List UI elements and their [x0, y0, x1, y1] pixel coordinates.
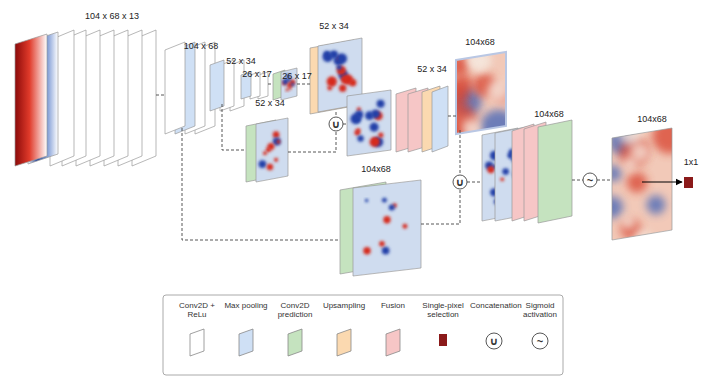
data-flow-line [343, 124, 347, 125]
legend-label: Conv2D prediction [271, 301, 319, 319]
legend-label: Upsampling [320, 301, 368, 310]
data-flow-line [642, 181, 682, 182]
legend-swatch [337, 329, 351, 356]
legend-frame [163, 295, 563, 375]
legend-label: Fusion [369, 301, 417, 310]
legend-label: Single-pixel selection [419, 301, 467, 319]
data-flow-line [182, 128, 340, 240]
layer-slab [432, 86, 448, 152]
dimension-label: 52 x 34 [226, 57, 256, 67]
dimension-label: 104 x 68 [184, 42, 219, 52]
legend-label: Concatenation [470, 301, 518, 310]
legend-label: Sigmoid activation [516, 301, 564, 319]
operator-symbol: ∪ [456, 176, 465, 188]
legend-symbol [486, 333, 502, 349]
dimension-label: 104x68 [534, 110, 564, 120]
legend-swatch [439, 334, 447, 346]
data-flow-line [448, 116, 456, 117]
prediction-slab [538, 120, 572, 223]
operator-circle [329, 117, 343, 131]
dimension-label: 104x68 [465, 38, 495, 48]
data-flow-line [288, 131, 336, 152]
heatmap-slab [256, 118, 288, 182]
conv-slab [165, 42, 185, 134]
data-flow-line [597, 180, 612, 181]
input-channel [15, 34, 47, 166]
operator-circle [583, 173, 597, 187]
dimension-label: 1x1 [684, 158, 699, 168]
legend-swatch [239, 329, 253, 356]
data-flow-line [222, 104, 246, 150]
dimension-label: 104 x 68 x 13 [85, 12, 139, 22]
heatmap-slab [347, 90, 391, 156]
data-flow-line [297, 84, 310, 85]
data-flow-line [467, 182, 482, 183]
dimension-label: 52 x 34 [255, 99, 285, 109]
operator-symbol: ~ [587, 174, 593, 186]
operator-symbol: ∪ [332, 118, 341, 130]
operator-circle [453, 175, 467, 189]
data-flow-line [572, 180, 583, 181]
dimension-label: 104x68 [361, 165, 391, 175]
operator-symbol: ~ [537, 335, 543, 347]
legend-label: Max pooling [222, 301, 270, 310]
legend-swatch [386, 329, 400, 356]
legend-swatch [288, 329, 302, 356]
legend-label: Conv2D + ReLu [173, 301, 221, 319]
single-pixel [684, 177, 693, 188]
data-flow-line [336, 112, 337, 117]
dimension-label: 52 x 34 [417, 65, 447, 75]
heatmap-slab [353, 180, 421, 276]
data-flow-line [421, 189, 460, 224]
data-flow-line [156, 95, 165, 96]
dimension-label: 52 x 34 [319, 22, 349, 32]
dimension-label: 26 x 17 [242, 70, 272, 80]
legend-swatch [190, 329, 204, 356]
dimension-label: 104x68 [637, 115, 667, 125]
data-flow-line [460, 130, 461, 175]
operator-symbol: ∪ [490, 335, 499, 347]
legend-symbol [532, 333, 548, 349]
heatmap-slab [601, 120, 686, 248]
data-flow-line [268, 84, 273, 85]
conv-slab [210, 60, 224, 111]
dimension-label: 26 x 17 [282, 72, 312, 82]
